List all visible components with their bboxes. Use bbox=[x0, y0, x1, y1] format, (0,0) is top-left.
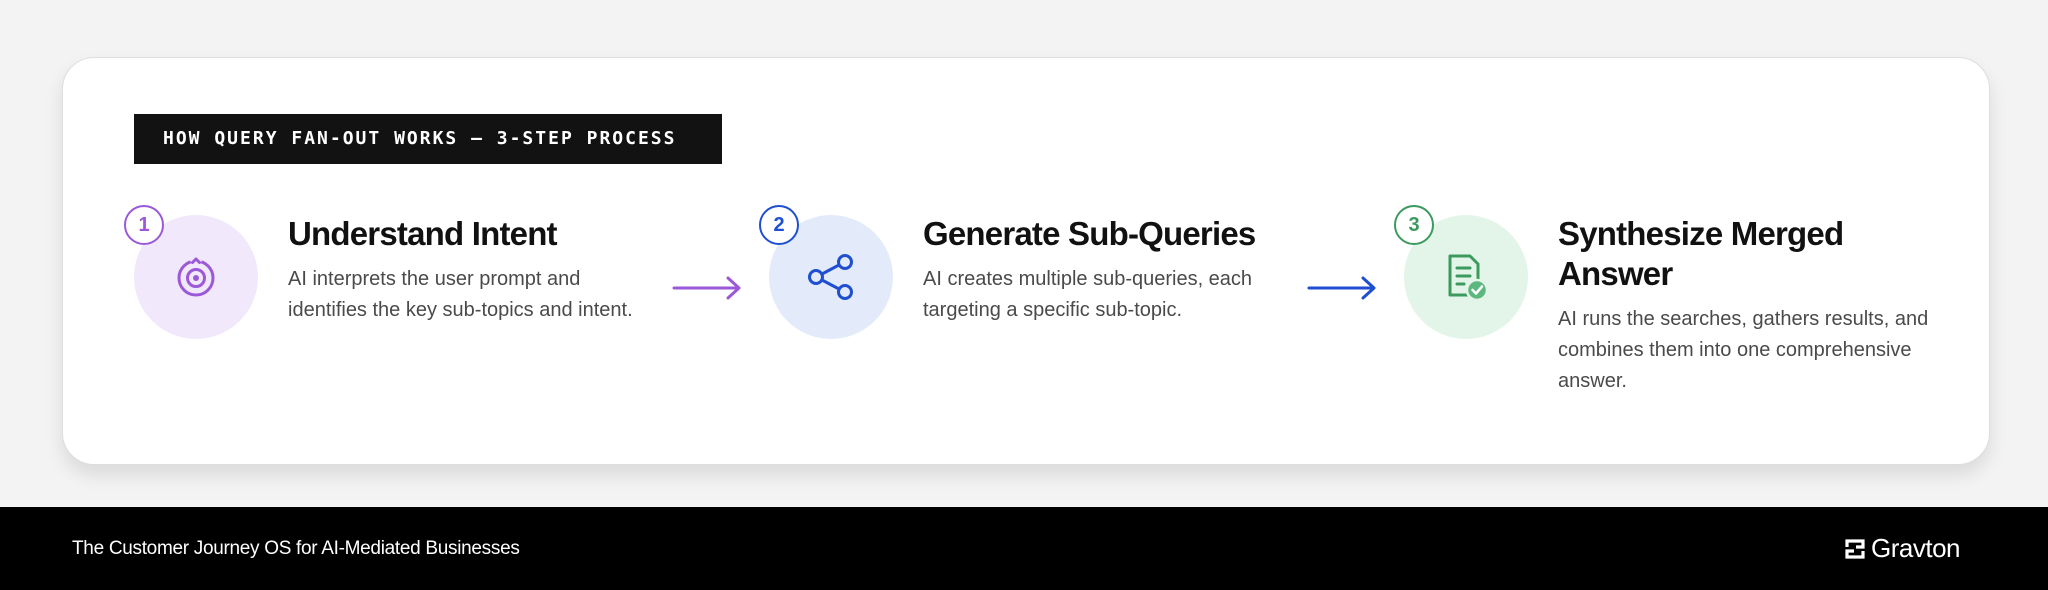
footer: The Customer Journey OS for AI-Mediated … bbox=[0, 507, 2048, 590]
step-title: Synthesize Merged Answer bbox=[1558, 215, 1844, 292]
step-title: Understand Intent bbox=[288, 215, 558, 252]
step-number-badge: 1 bbox=[124, 205, 164, 245]
step-title: Generate Sub-Queries bbox=[923, 215, 1256, 252]
arrow-right-icon bbox=[672, 276, 741, 300]
step-description: AI runs the searches, gathers results, a… bbox=[1558, 308, 1929, 392]
gravton-logo-icon bbox=[1845, 538, 1865, 559]
section-tag: HOW QUERY FAN-OUT WORKS — 3-STEP PROCESS bbox=[134, 114, 722, 164]
footer-tagline: The Customer Journey OS for AI-Mediated … bbox=[72, 538, 520, 559]
brand-name: Gravton bbox=[1871, 533, 1961, 563]
step-number-badge: 2 bbox=[759, 205, 799, 245]
brand-logo: Gravton bbox=[1844, 507, 1961, 590]
arrow-right-icon bbox=[1307, 276, 1376, 300]
step-number-badge: 3 bbox=[1394, 205, 1434, 245]
step-description: AI creates multiple sub-queries, each ta… bbox=[923, 268, 1253, 321]
share-icon bbox=[808, 254, 853, 300]
document-check-icon bbox=[1448, 254, 1489, 302]
step-description: AI interprets the user prompt and identi… bbox=[288, 268, 633, 321]
target-icon bbox=[177, 255, 215, 297]
